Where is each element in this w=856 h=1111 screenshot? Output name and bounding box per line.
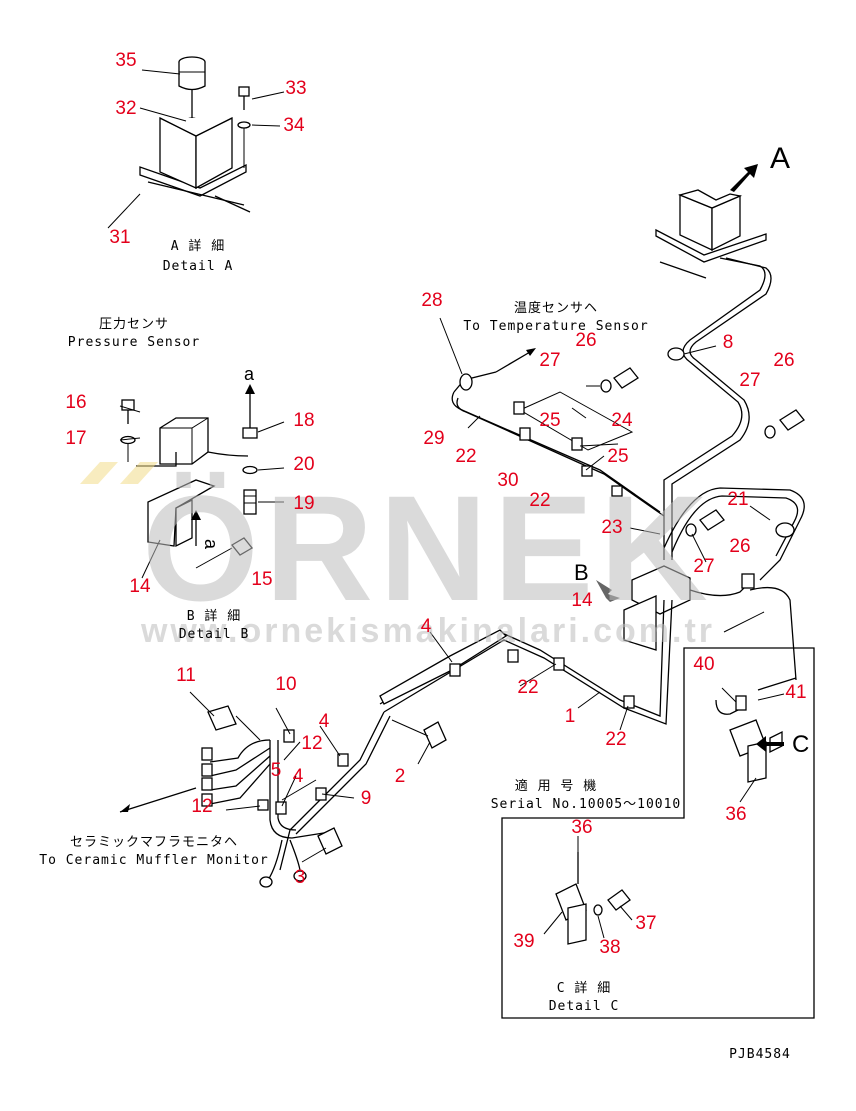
callout-10: 10 [275,674,296,695]
detail-a-title-jp: A 詳 細 [171,238,225,254]
callout-31: 31 [109,227,130,248]
callout-36-right: 36 [725,804,746,825]
callout-41: 41 [785,682,806,703]
view-a-arrow [730,164,758,192]
callout-37: 37 [635,913,656,934]
temperature-sensor-label-jp: 温度センサヘ [514,300,598,316]
pressure-sensor-label-jp: 圧力センサ [99,317,169,332]
callout-25: 25 [539,410,560,431]
callout-39: 39 [513,931,534,952]
callout-11: 11 [176,665,196,686]
callout-2: 2 [395,766,406,787]
view-b-letter: B [574,560,589,585]
callout-29: 29 [423,428,444,449]
detail-c-title-en: Detail C [549,999,620,1014]
watermark: ÖRNEK www.ornekismakinalari.com.tr [80,462,715,650]
callout-19: 19 [293,493,314,514]
detail-b-drawing [120,384,258,569]
callout-9: 9 [361,788,372,809]
callout-12-lower: 12 [191,796,212,817]
callout-28: 28 [421,290,442,311]
detail-a-title-en: Detail A [163,259,234,274]
callout-5: 5 [271,760,282,781]
serial-label-jp: 適 用 号 機 [515,778,597,794]
callout-14-detail-b: 14 [129,576,151,597]
watermark-accent [80,462,158,484]
view-c-letter: C [792,731,809,758]
callout-30: 30 [497,470,518,491]
view-c-arrow [756,736,784,752]
arrow-a-letter: a [244,364,255,384]
callout-14-main: 14 [571,590,593,611]
detail-a-drawing [107,56,251,229]
callout-15: 15 [251,569,272,590]
callout-20: 20 [293,454,314,475]
drawing-number: PJB4584 [729,1047,791,1062]
callout-35: 35 [115,50,136,71]
callout-8: 8 [723,332,734,353]
callout-27: 27 [539,350,560,371]
view-a-letter: A [770,142,790,175]
view-b-arrow [596,580,620,602]
callout-22-a: 22 [455,446,476,467]
muffler-monitor-label-jp: セラミックマフラモニタヘ [70,835,238,850]
callout-1: 1 [565,706,576,727]
watermark-url: www.ornekismakinalari.com.tr [140,612,715,650]
callout-27-right: 27 [739,370,760,391]
view-arrows [596,164,784,752]
callout-38: 38 [599,937,620,958]
callout-4-low: 4 [293,766,304,787]
callout-12-upper: 12 [301,733,322,754]
callouts: 35 33 32 34 31 28 26 27 8 26 27 16 18 17… [65,50,806,958]
callout-26-lower: 26 [729,536,750,557]
detail-c-drawing [501,647,815,1019]
callout-4-mid: 4 [319,711,330,732]
callout-26-right: 26 [773,350,794,371]
callout-4-top: 4 [421,616,432,637]
temperature-sensor-label-en: To Temperature Sensor [463,319,648,334]
callout-16: 16 [65,392,86,413]
callout-27-lower: 27 [693,556,714,577]
callout-24: 24 [611,410,633,431]
callout-3: 3 [295,867,306,888]
callout-22-c: 22 [517,677,538,698]
callout-25-b: 25 [607,446,628,467]
callout-17: 17 [65,428,86,449]
main-harness-drawing [119,189,805,888]
detail-c-title-jp: C 詳 細 [557,980,611,996]
callout-22-d: 22 [605,729,626,750]
pressure-sensor-label-en: Pressure Sensor [68,335,200,350]
muffler-monitor-label-en: To Ceramic Muffler Monitor [39,853,269,868]
captions: A 詳 細 Detail A 圧力センサ Pressure Sensor B 詳… [39,142,809,1062]
detail-b-title-en: Detail B [179,627,250,642]
callout-18: 18 [293,410,314,431]
callout-33: 33 [285,78,306,99]
leader-lines [119,69,785,939]
callout-34: 34 [283,115,305,136]
callout-40: 40 [693,654,714,675]
callout-32: 32 [115,98,136,119]
serial-label-en: Serial No.10005～10010 [491,797,682,812]
callout-21: 21 [727,489,748,510]
callout-36-detail-c: 36 [571,817,592,838]
watermark-brand: ÖRNEK [142,464,714,632]
arrow-a-letter-rotated: a [201,539,221,550]
callout-23: 23 [601,517,622,538]
callout-22-b: 22 [529,490,550,511]
callout-26: 26 [575,330,596,351]
detail-b-title-jp: B 詳 細 [187,608,241,624]
